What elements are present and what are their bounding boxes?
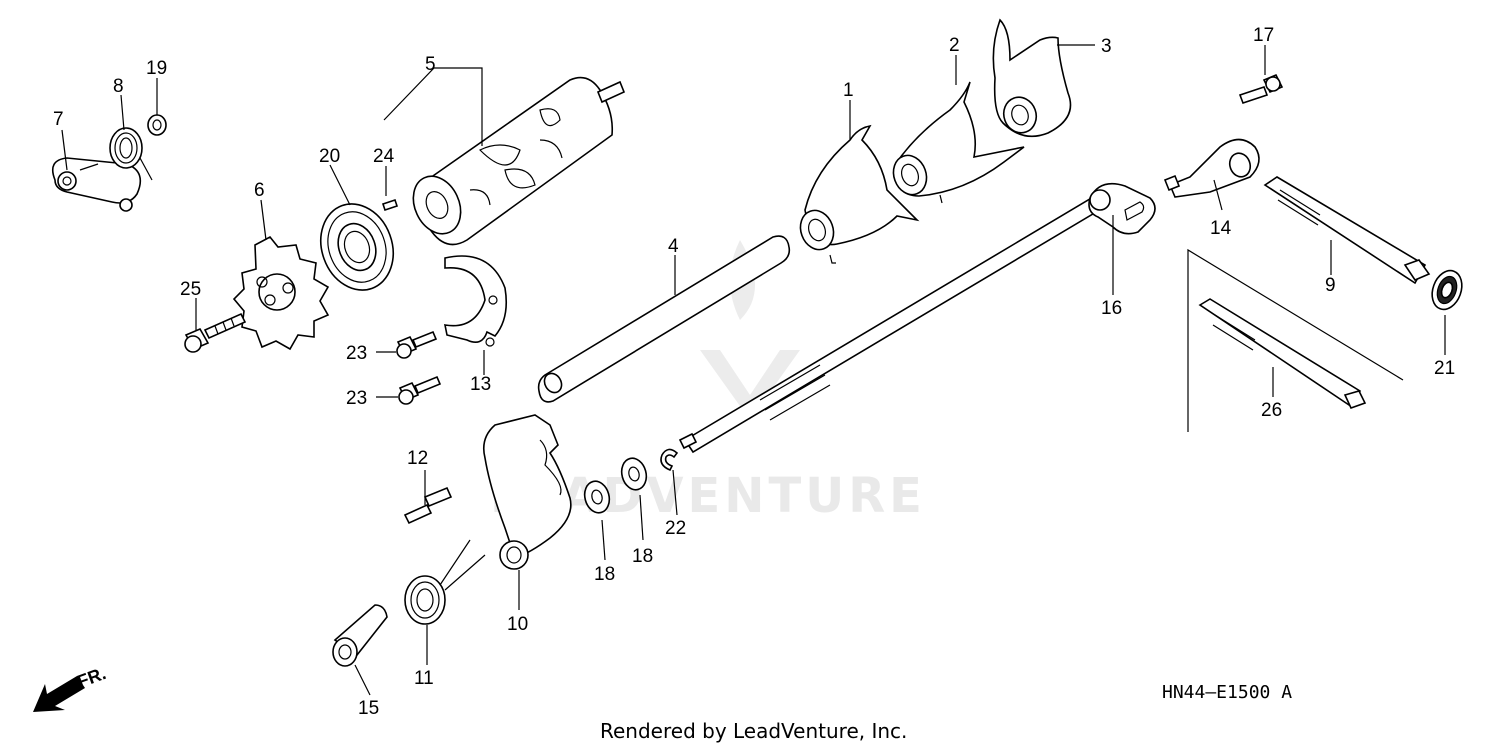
part-16-shift-spindle[interactable] [678, 182, 1156, 454]
callout-5: 5 [425, 54, 436, 75]
part-21-oil-seal[interactable] [1427, 266, 1467, 313]
part-12-pin[interactable] [403, 486, 453, 525]
part-17-bolt[interactable] [1238, 73, 1284, 105]
leader-lines [61, 44, 1446, 696]
part-4-fork-shaft[interactable] [537, 235, 791, 403]
callout-18-left: 18 [594, 564, 615, 585]
part-22-circlip[interactable] [660, 448, 679, 472]
callout-22: 22 [665, 518, 686, 539]
callout-6: 6 [254, 180, 265, 201]
callout-13: 13 [470, 374, 491, 395]
part-11-return-spring[interactable] [404, 539, 486, 625]
callout-19: 19 [146, 58, 167, 79]
part-9-gearshift-spindle[interactable] [1263, 176, 1431, 285]
part-1-shift-fork[interactable] [795, 124, 920, 264]
callout-labels: 7 8 19 5 20 24 6 25 23 23 13 4 1 2 3 16 … [53, 25, 1455, 719]
part-18-washer-left[interactable] [581, 478, 612, 515]
callout-21: 21 [1434, 358, 1455, 379]
callout-23-lower: 23 [346, 388, 367, 409]
callout-23-upper: 23 [346, 343, 367, 364]
front-direction-indicator: FR. [33, 663, 109, 712]
part-20-bearing[interactable] [309, 194, 405, 301]
part-19-collar[interactable] [147, 114, 167, 136]
callout-25: 25 [180, 279, 201, 300]
callout-16: 16 [1101, 298, 1122, 319]
diagram-code: HN44—E1500 A [1162, 682, 1292, 703]
part-7-stopper-arm[interactable] [51, 157, 142, 212]
part-26-gearshift-spindle-alt[interactable] [1187, 248, 1404, 432]
callout-18-right: 18 [632, 546, 653, 567]
front-label: FR. [75, 663, 109, 692]
part-15-collar[interactable] [332, 604, 388, 667]
callout-17: 17 [1253, 25, 1274, 46]
callout-15: 15 [358, 698, 379, 719]
front-arrow-icon [33, 676, 85, 712]
callout-20: 20 [319, 146, 340, 167]
part-13-guide-plate[interactable] [443, 255, 508, 347]
callout-2: 2 [949, 35, 960, 56]
callout-24: 24 [373, 146, 395, 167]
part-2-shift-fork[interactable] [888, 81, 1025, 204]
callout-11: 11 [414, 668, 434, 689]
part-25-bolt[interactable] [184, 312, 247, 353]
callout-10: 10 [507, 614, 528, 635]
callout-3: 3 [1101, 36, 1112, 57]
part-8-spring[interactable] [109, 127, 153, 181]
callout-9: 9 [1325, 275, 1336, 296]
part-6-shift-drum-star[interactable] [232, 235, 330, 351]
callout-14: 14 [1210, 218, 1232, 239]
callout-1: 1 [843, 80, 854, 101]
callout-8: 8 [113, 76, 124, 97]
part-14-shift-arm[interactable] [1163, 138, 1260, 198]
part-3-shift-fork[interactable] [992, 18, 1072, 138]
render-credit: Rendered by LeadVenture, Inc. [600, 719, 907, 743]
part-23-bolt-upper[interactable] [396, 330, 438, 359]
part-24-dowel-pin[interactable] [381, 198, 399, 212]
part-23-bolt-lower[interactable] [398, 375, 442, 405]
part-18-washer-right[interactable] [618, 455, 649, 492]
callout-26: 26 [1261, 400, 1282, 421]
callout-7: 7 [53, 109, 64, 130]
part-10-shift-plate[interactable] [482, 414, 572, 570]
callout-12: 12 [407, 448, 428, 469]
part-5-shift-drum[interactable] [404, 76, 626, 246]
callout-4: 4 [668, 236, 679, 257]
